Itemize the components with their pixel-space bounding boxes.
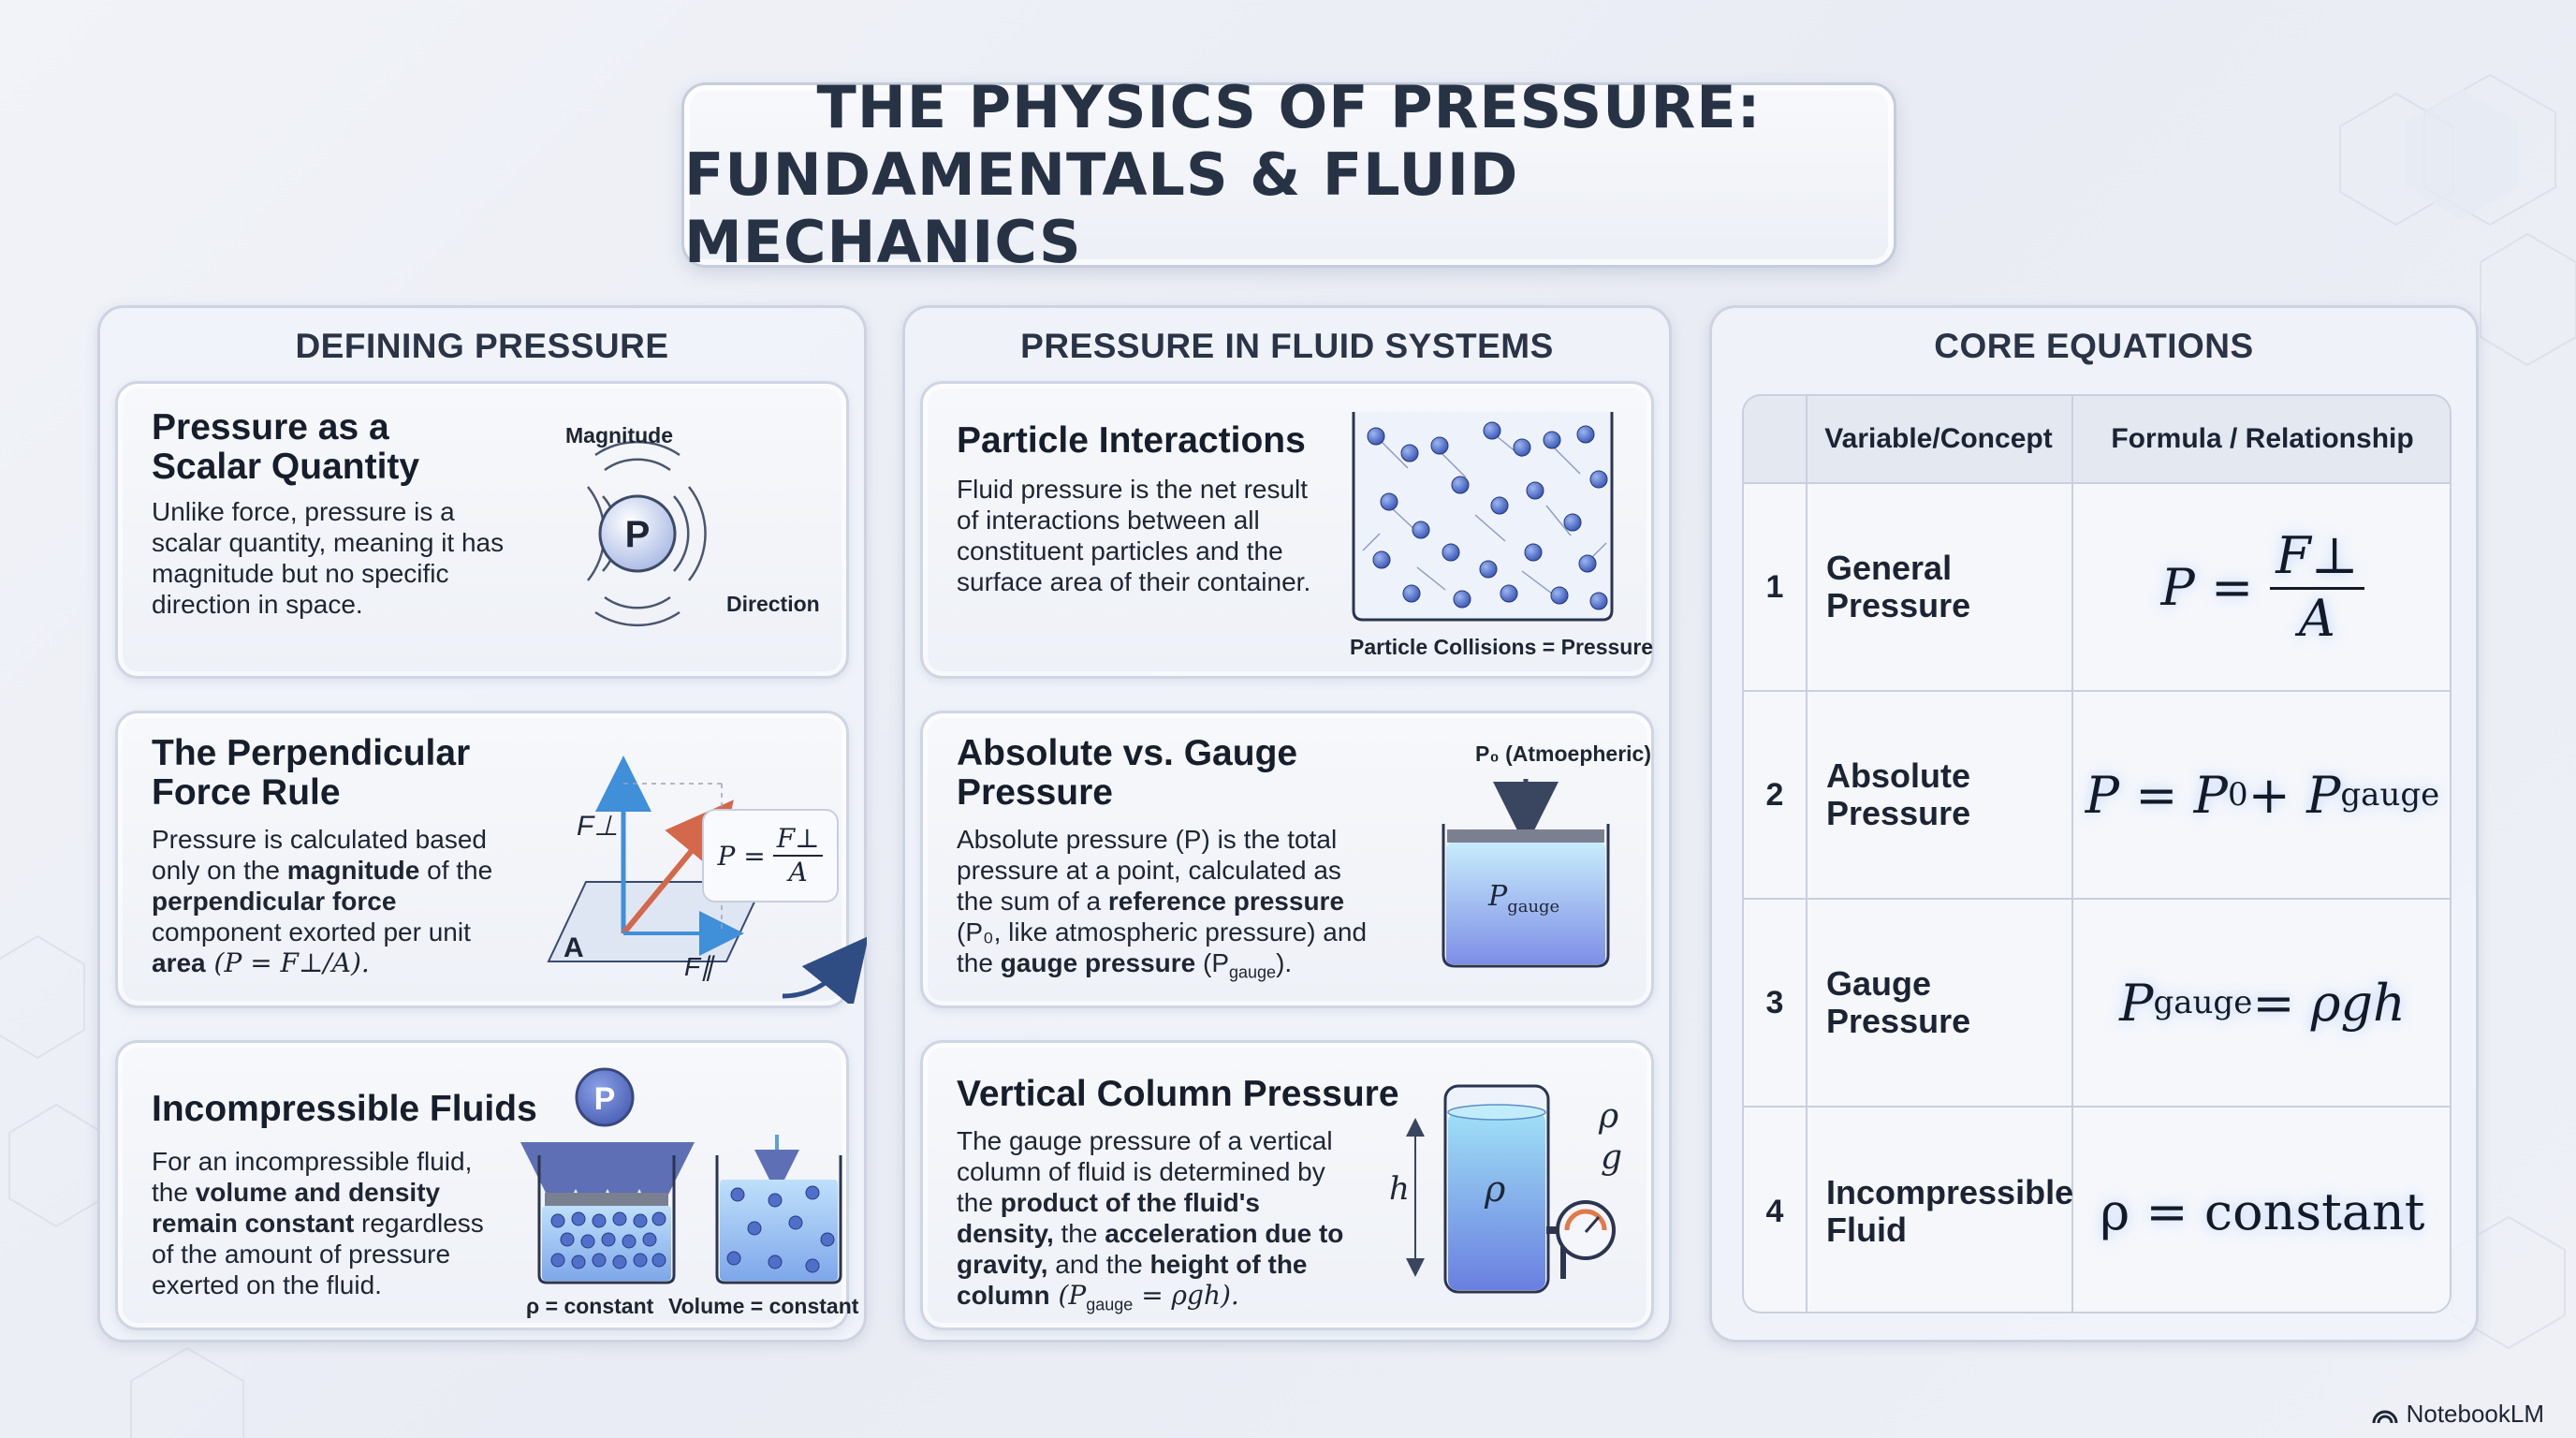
card-particle-interactions: Particle Interactions Fluid pressure is …	[920, 381, 1654, 679]
page-title-line-1: THE PHYSICS OF PRESSURE:	[816, 73, 1762, 141]
column-core-equations: CORE EQUATIONS Variable/Concept Formula …	[1709, 305, 2479, 1343]
card-scalar-quantity: Pressure as a Scalar Quantity Unlike for…	[115, 381, 849, 679]
label-pgauge: Pgauge	[1488, 880, 1560, 917]
column-heading: CORE EQUATIONS	[1934, 327, 2254, 365]
svg-text:P: P	[594, 1081, 616, 1117]
card-title: Particle Interactions	[957, 420, 1306, 461]
title-banner: THE PHYSICS OF PRESSURE: FUNDAMENTALS & …	[681, 74, 1896, 276]
card-title: The Perpendicular Force Rule	[152, 733, 471, 813]
label-rho-side: ρ	[1599, 1097, 1619, 1136]
table-header-row: Variable/Concept Formula / Relationship	[1744, 396, 2450, 482]
fluid-column-icon	[1406, 1084, 1616, 1294]
card-text: The gauge pressure of a vertical column …	[957, 1126, 1344, 1314]
card-title: Incompressible Fluids	[152, 1089, 537, 1129]
page-title-line-2: FUNDAMENTALS & FLUID MECHANICS	[684, 140, 1519, 276]
column-heading: PRESSURE IN FLUID SYSTEMS	[1020, 327, 1554, 365]
mini-formula-box: P = F⊥ A	[702, 809, 839, 902]
card-absolute-gauge: Absolute vs. Gauge Pressure Absolute pre…	[920, 711, 1654, 1008]
card-text: Fluid pressure is the net result of inte…	[957, 475, 1311, 596]
label-rho-in-column: ρ	[1485, 1168, 1506, 1210]
card-text: Pressure is calculated based only on the…	[152, 825, 493, 978]
label-direction: Direction	[726, 592, 820, 616]
svg-text:A: A	[564, 932, 584, 963]
brand-watermark: NotebookLM	[2371, 1400, 2544, 1429]
equations-table: Variable/Concept Formula / Relationship …	[1742, 394, 2452, 1313]
column-divider	[1806, 396, 1808, 1312]
card-title: Vertical Column Pressure	[957, 1074, 1399, 1114]
incompressible-container-icons: P	[520, 1067, 842, 1284]
row-number: 2	[1765, 776, 1784, 813]
p-letter: P	[625, 514, 651, 555]
brand-name: NotebookLM	[2406, 1400, 2544, 1428]
card-text: For an incompressible fluid, the volume …	[152, 1147, 484, 1299]
column-fluid-systems: PRESSURE IN FLUID SYSTEMS Particle Inter…	[902, 305, 1672, 1343]
scalar-pressure-icon: P	[587, 440, 707, 627]
card-text: Absolute pressure (P) is the total press…	[957, 825, 1368, 982]
label-magnitude: Magnitude	[565, 423, 673, 448]
gauge-container-icon	[1442, 779, 1610, 968]
label-rho-constant: ρ = constant	[526, 1294, 654, 1318]
particle-caption: Particle Collisions = Pressure	[1350, 635, 1654, 659]
svg-text:F∥: F∥	[684, 952, 715, 981]
row-number: 3	[1765, 984, 1784, 1020]
header-formula: Formula / Relationship	[2111, 423, 2414, 454]
column-defining-pressure: DEFINING PRESSURE Pressure as a Scalar Q…	[97, 305, 867, 1343]
card-perpendicular-force: The Perpendicular Force Rule Pressure is…	[115, 711, 867, 1008]
particle-container-icon	[1352, 412, 1614, 622]
header-variable: Variable/Concept	[1824, 423, 2053, 454]
label-h: h	[1389, 1170, 1410, 1208]
row-number: 1	[1765, 568, 1784, 605]
label-p0-atmospheric: P₀ (Atmoepheric)	[1475, 741, 1651, 766]
formula-incompressible: ρ = constant	[2100, 1181, 2425, 1241]
card-text: Unlike force, pressure is a scalar quant…	[152, 497, 505, 619]
card-title: Pressure as a Scalar Quantity	[152, 407, 420, 487]
svg-text:F⊥: F⊥	[577, 811, 618, 842]
card-vertical-column: Vertical Column Pressure The gauge press…	[920, 1040, 1654, 1330]
label-volume-constant: Volume = constant	[668, 1294, 859, 1318]
card-title: Absolute vs. Gauge Pressure	[957, 733, 1298, 813]
row-number: 4	[1765, 1193, 1784, 1229]
card-incompressible-fluids: Incompressible Fluids For an incompressi…	[115, 1040, 858, 1330]
column-divider	[2071, 396, 2073, 1312]
column-heading: DEFINING PRESSURE	[295, 327, 669, 365]
label-g-side: g	[1601, 1138, 1623, 1177]
formula-general-pressure: P = F⊥A	[2071, 484, 2450, 690]
notebooklm-logo-icon	[2372, 1410, 2398, 1423]
